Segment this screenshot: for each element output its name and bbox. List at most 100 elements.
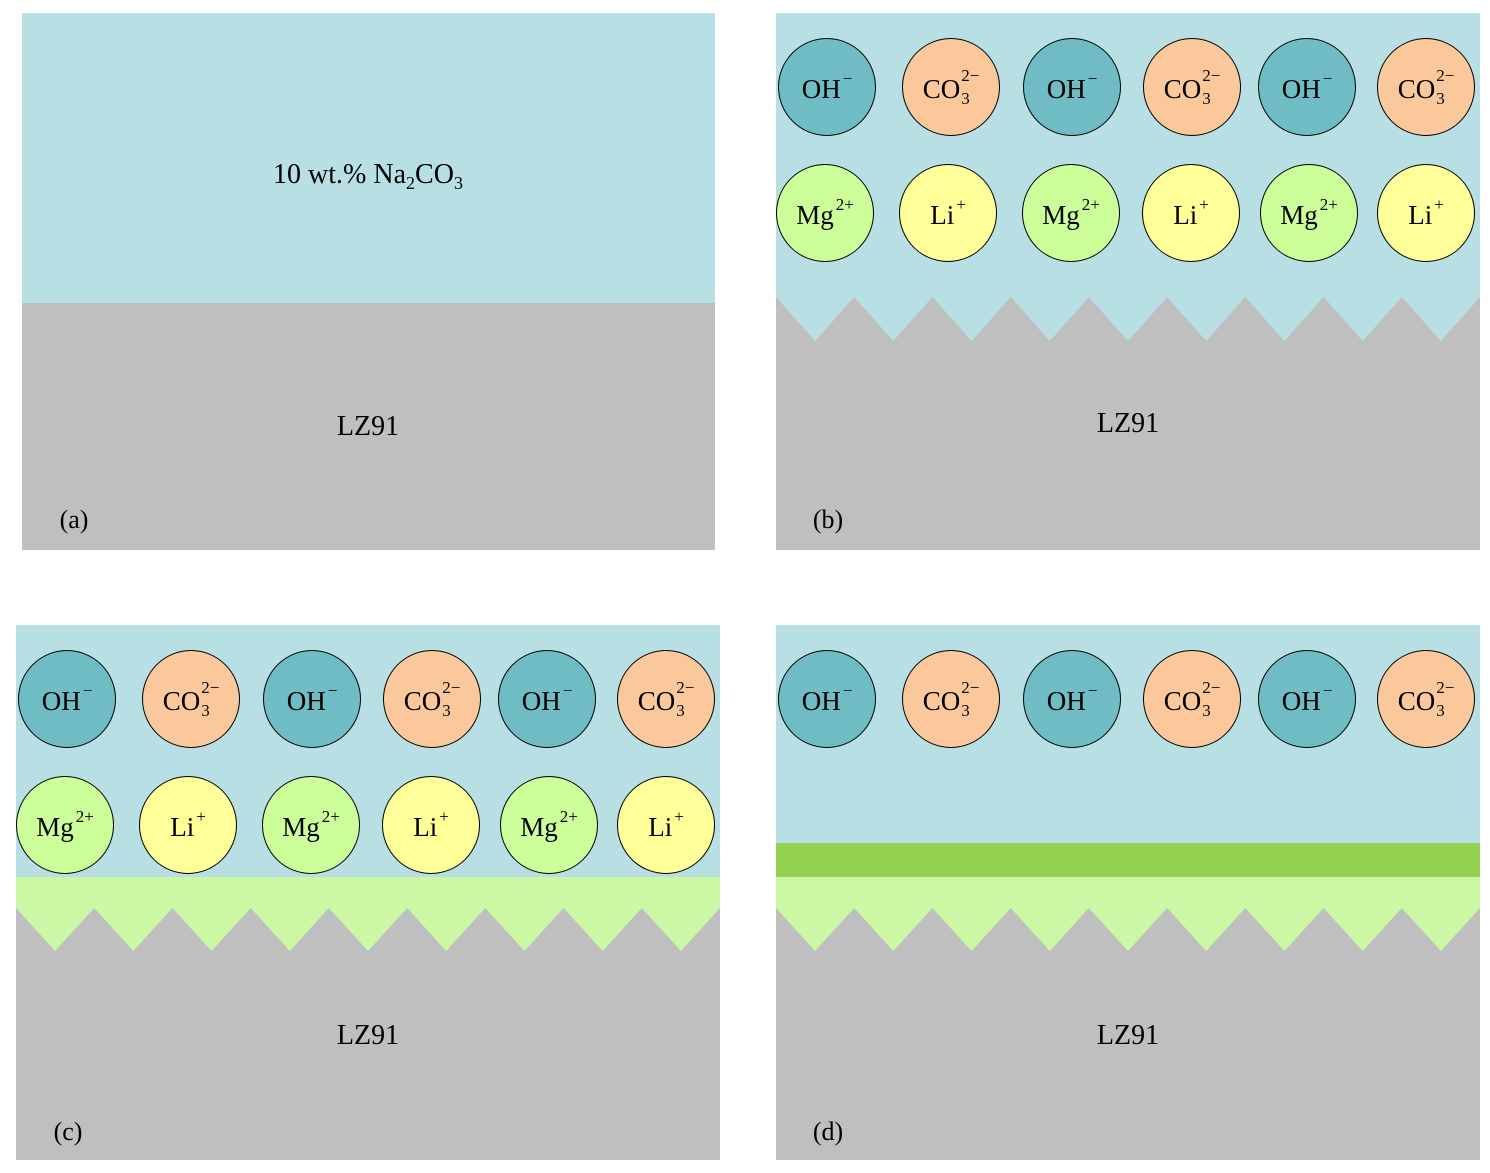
- ion-symbol: OH: [521, 685, 561, 716]
- ion-symbol: Li: [1173, 199, 1198, 230]
- substrate-label: LZ91: [336, 411, 400, 442]
- solution-label: 10 wt.% Na2CO3: [273, 159, 463, 193]
- solution-formula-part: CO: [415, 159, 454, 190]
- ion-charge-stack: 2−3: [1202, 66, 1221, 108]
- ion-charge: −: [82, 680, 93, 700]
- ion-charge: 2−: [961, 66, 980, 85]
- ion-symbol: OH: [286, 685, 326, 716]
- substrate-label: LZ91: [1096, 408, 1160, 439]
- ion-charge: 2+: [559, 806, 578, 826]
- hydroxide-ion: OH−: [1258, 38, 1356, 136]
- ion-symbol: OH: [1281, 685, 1321, 716]
- ion-charge: 2+: [321, 806, 340, 826]
- hydroxide-ion: OH−: [778, 650, 876, 748]
- lithium-ion: Li+: [139, 776, 237, 874]
- lz91-substrate: [16, 908, 720, 1160]
- ion-charge: 2−: [442, 678, 461, 697]
- ion-charge: 2−: [961, 678, 980, 697]
- lithium-ion: Li+: [899, 164, 997, 262]
- ion-subscript: 3: [1202, 89, 1211, 108]
- lz91-substrate: [776, 908, 1480, 1160]
- ion-subscript: 3: [1436, 701, 1445, 720]
- ion-symbol: CO: [1163, 73, 1202, 104]
- solution-formula-subscript: 2: [406, 173, 416, 193]
- panel-label: (c): [53, 1117, 83, 1146]
- ion-charge: 2+: [835, 194, 854, 214]
- ion-symbol: Mg: [1280, 199, 1318, 230]
- panel-label: (a): [59, 505, 89, 534]
- ion-symbol: Mg: [282, 811, 320, 842]
- ion-subscript: 3: [201, 701, 210, 720]
- hydroxide-ion: OH−: [1023, 38, 1121, 136]
- ion-symbol: CO: [403, 685, 442, 716]
- ion-symbol: Mg: [520, 811, 558, 842]
- ion-charge: −: [562, 680, 573, 700]
- hydroxide-ion: OH−: [1258, 650, 1356, 748]
- panel-label: (d): [812, 1117, 844, 1146]
- ion-charge-stack: 2−3: [1202, 678, 1221, 720]
- ion-symbol: OH: [801, 73, 841, 104]
- ion-charge: 2−: [1436, 678, 1455, 697]
- solution-formula-subscript: 3: [453, 173, 463, 193]
- ion-symbol: CO: [922, 73, 961, 104]
- lz91-substrate: [776, 297, 1480, 550]
- ion-symbol: CO: [1397, 685, 1436, 716]
- ion-charge-stack: 2−3: [442, 678, 461, 719]
- ion-charge-stack: 2−3: [961, 66, 980, 107]
- ion-symbol: Mg: [796, 199, 834, 230]
- panel-a-schematic: [22, 13, 715, 550]
- ion-subscript: 3: [961, 701, 970, 720]
- ion-charge-stack: 2−3: [201, 678, 220, 720]
- panel-a: 10 wt.% Na2CO3 LZ91 (a): [22, 13, 715, 550]
- ion-symbol: CO: [1397, 73, 1436, 104]
- hydroxide-ion: OH−: [498, 650, 596, 748]
- ion-charge: 2−: [201, 678, 220, 697]
- ion-symbol: Li: [930, 199, 955, 230]
- ion-symbol: OH: [1046, 685, 1086, 716]
- ion-charge: +: [956, 194, 966, 214]
- ion-subscript: 3: [1202, 701, 1211, 720]
- ion-charge: +: [1434, 194, 1444, 214]
- ion-charge: 2+: [75, 806, 94, 826]
- ion-charge: +: [196, 806, 206, 826]
- panel-label: (b): [812, 505, 844, 534]
- hydroxide-ion: OH−: [778, 38, 876, 136]
- ion-symbol: CO: [637, 685, 676, 716]
- ion-symbol: CO: [162, 685, 201, 716]
- hydroxide-ion: OH−: [1023, 650, 1121, 748]
- ion-charge-stack: 2−3: [676, 679, 694, 719]
- substrate-label: LZ91: [336, 1020, 400, 1051]
- ion-charge: 2−: [1436, 66, 1455, 85]
- ion-charge-stack: 2−3: [961, 678, 980, 720]
- ion-symbol: Li: [1408, 199, 1433, 230]
- ion-symbol: OH: [801, 685, 841, 716]
- ion-symbol: Li: [170, 811, 195, 842]
- ion-charge: −: [842, 680, 853, 700]
- lithium-ion: Li+: [1377, 164, 1475, 262]
- outer-film-layer: [776, 843, 1480, 877]
- ion-charge: −: [1087, 680, 1098, 700]
- ion-symbol: Li: [648, 811, 673, 842]
- ion-charge: −: [1322, 680, 1333, 700]
- ion-charge: 2−: [1202, 678, 1221, 697]
- panel-b-schematic: [776, 13, 1480, 550]
- ion-symbol: OH: [1046, 73, 1086, 104]
- ion-charge-stack: 2−3: [1436, 678, 1455, 720]
- ion-symbol: OH: [41, 685, 81, 716]
- panel-d-schematic: [776, 625, 1480, 1160]
- ion-charge: 2−: [1202, 66, 1221, 85]
- ion-charge: 2+: [1319, 194, 1338, 214]
